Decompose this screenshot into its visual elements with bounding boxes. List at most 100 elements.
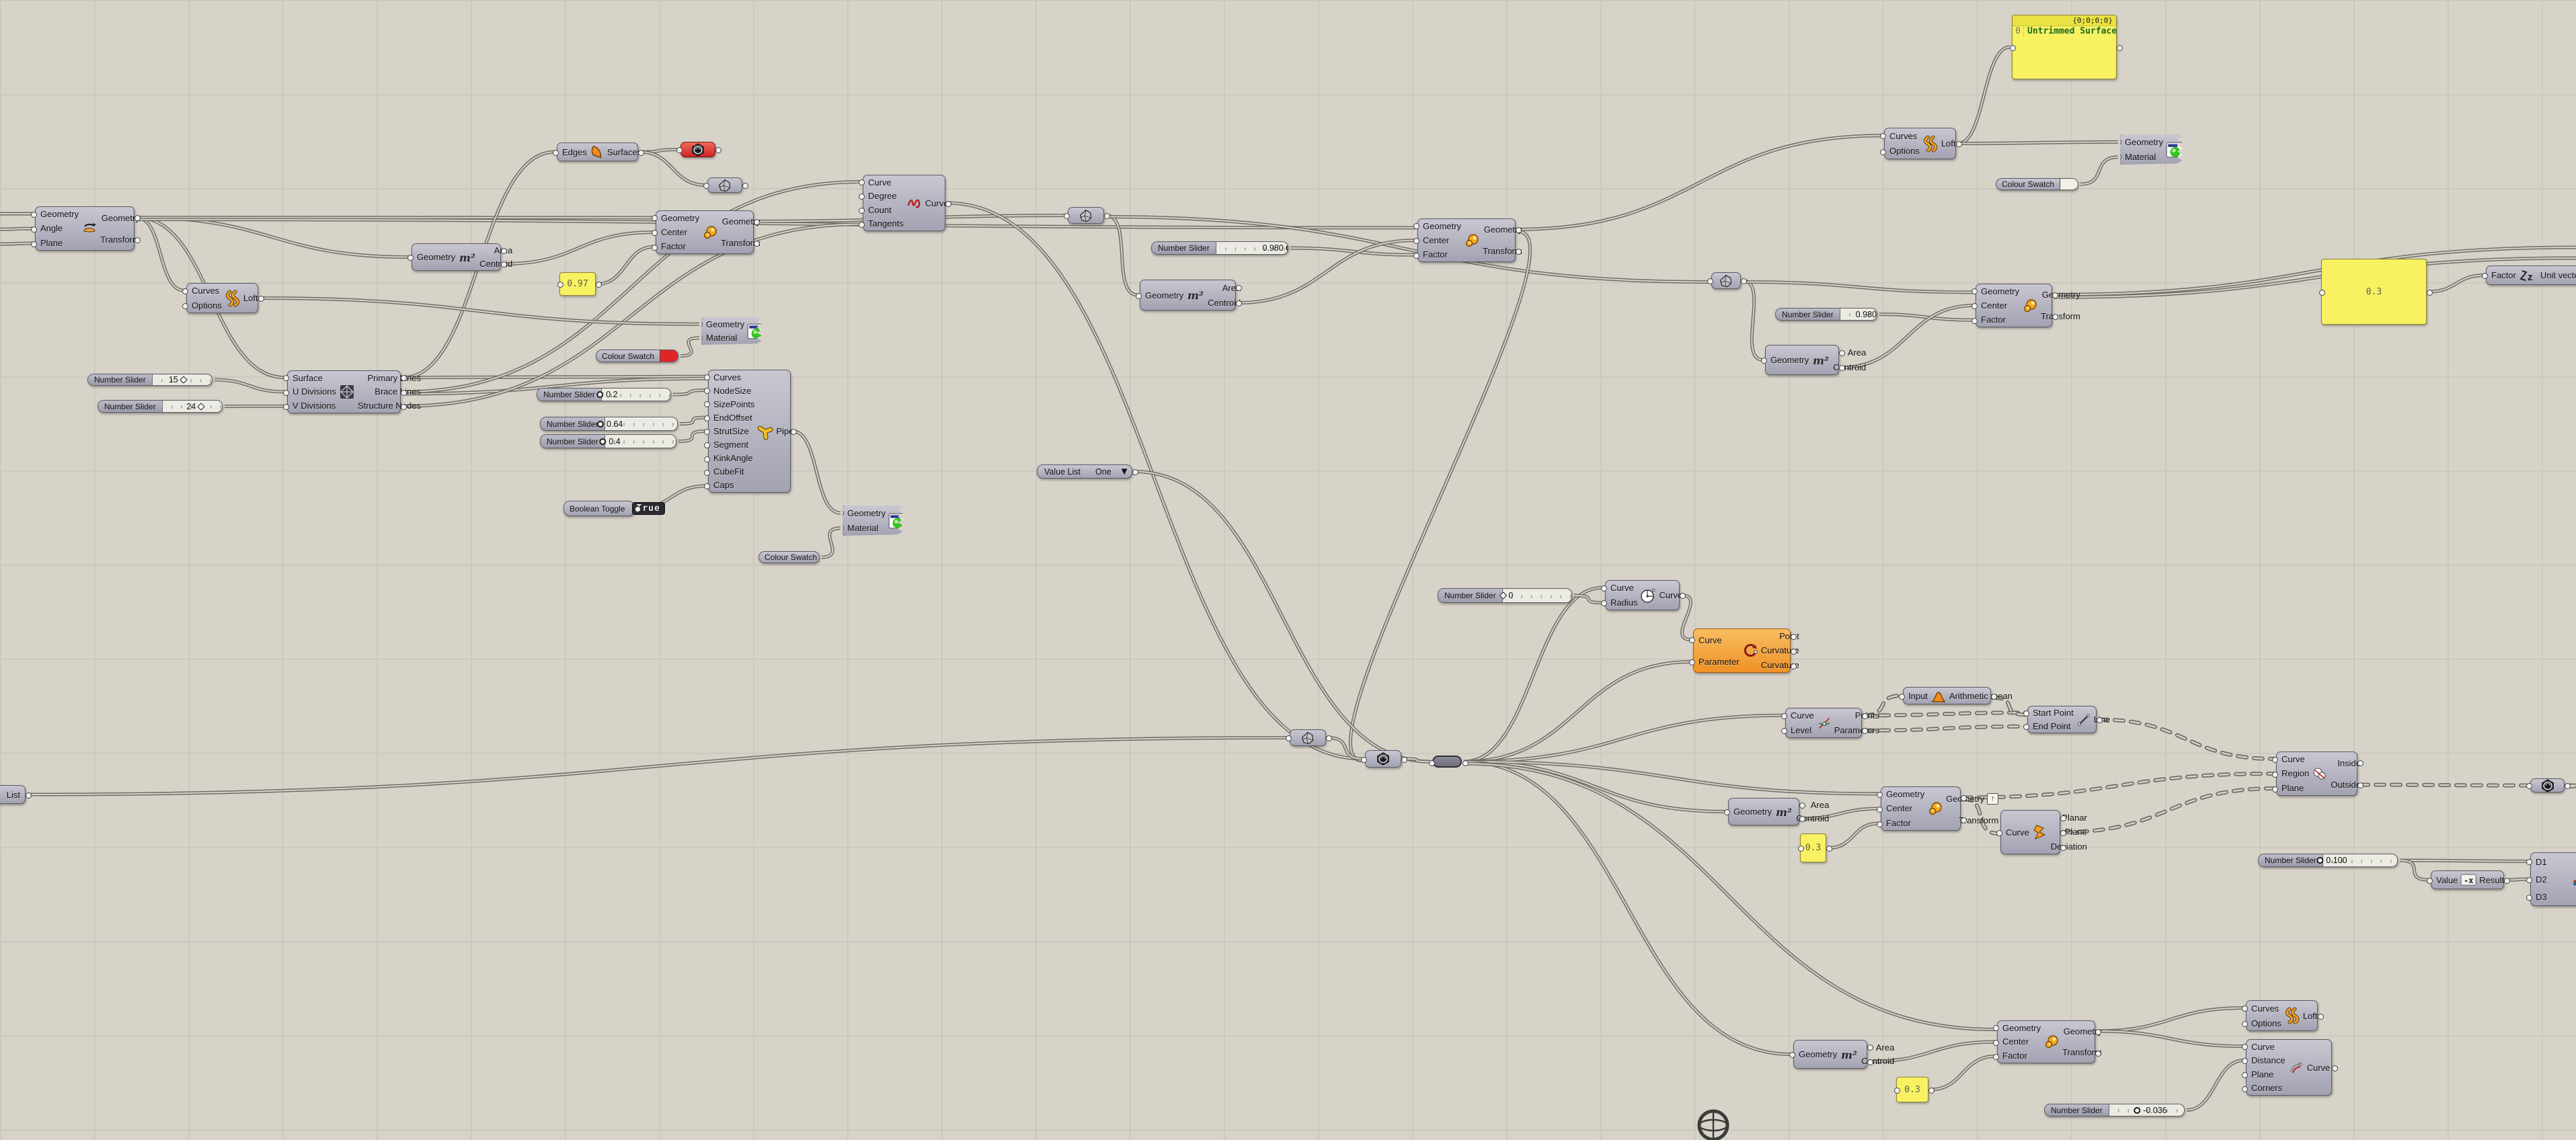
slider-handle[interactable] [2316, 857, 2324, 864]
input-port-u-divisions[interactable] [282, 389, 289, 396]
wire[interactable] [1930, 1054, 1996, 1092]
list-param[interactable]: List [0, 785, 32, 804]
output-port[interactable] [1325, 735, 1332, 741]
input-port-geometry[interactable] [2115, 139, 2121, 145]
wire[interactable] [597, 245, 654, 286]
input-port-cubefit[interactable] [703, 470, 710, 476]
input-port-d2[interactable] [2526, 877, 2532, 883]
slider-grip[interactable]: 0.2 [596, 390, 618, 399]
mesh-node[interactable] [1285, 729, 1332, 746]
output-port-area[interactable] [1799, 802, 1805, 809]
output-port-transform[interactable] [2095, 1050, 2101, 1057]
output-port-transform[interactable] [753, 241, 760, 247]
output-port[interactable] [1826, 846, 1832, 852]
slider-grip[interactable]: -0.036 [2134, 1106, 2167, 1115]
input-port-angle[interactable] [30, 226, 37, 233]
input-port-d1[interactable] [2526, 858, 2532, 865]
input-port-d3[interactable] [2526, 895, 2532, 901]
slider-track[interactable]: -0.036 [2109, 1104, 2184, 1116]
output-port[interactable] [212, 378, 213, 384]
output-port-planar[interactable] [2060, 815, 2066, 821]
input-port[interactable] [676, 147, 682, 153]
output-port[interactable] [1132, 469, 1138, 475]
slider-grip[interactable]: 15 [169, 375, 188, 384]
slider-track[interactable]: 0.2 [596, 389, 670, 401]
input-port-geometry[interactable] [1413, 223, 1419, 230]
wire[interactable] [1327, 736, 1364, 761]
wire[interactable] [1463, 760, 1879, 796]
slider-track[interactable]: 0.980 [1840, 309, 1877, 320]
output-port-brace-lines[interactable] [400, 389, 407, 396]
output-port-line[interactable] [2096, 717, 2103, 723]
wire[interactable] [27, 736, 1288, 797]
output-port-area[interactable] [1838, 350, 1845, 356]
wire[interactable] [672, 389, 707, 397]
wire[interactable] [821, 526, 841, 559]
output-port-arithmetic-mean[interactable] [1990, 693, 1997, 700]
slider-grip[interactable]: 0 [1499, 591, 1513, 600]
wire[interactable] [2097, 1029, 2245, 1048]
output-port-curve[interactable] [945, 200, 951, 207]
input-port-level[interactable] [1781, 728, 1787, 735]
wire[interactable] [2097, 717, 2276, 761]
input-port-value[interactable] [2426, 877, 2433, 884]
output-port-centroid[interactable] [1235, 300, 1242, 307]
mesh-pipe-node[interactable] [1360, 750, 1407, 768]
output-port-plane[interactable] [2060, 829, 2066, 836]
data-panel[interactable]: 0.3 [2318, 259, 2433, 325]
wire[interactable] [214, 378, 286, 394]
wire[interactable] [1134, 470, 1431, 764]
wire[interactable] [1463, 760, 1727, 813]
input-port-center[interactable] [1992, 1039, 1999, 1046]
input-port-curve[interactable] [1688, 637, 1695, 643]
wire[interactable] [136, 218, 1416, 230]
input-port-parameter[interactable] [1688, 659, 1695, 665]
wire[interactable] [1869, 1040, 1996, 1063]
slider-grip[interactable]: 0.4 [599, 437, 621, 446]
slider-grip[interactable]: 0.100 [2316, 856, 2347, 865]
output-port-geometry[interactable] [134, 215, 141, 221]
output-port-area[interactable] [1867, 1045, 1873, 1051]
input-port-factor[interactable] [1992, 1053, 1999, 1060]
input-port-edges[interactable] [552, 149, 559, 156]
input-port-kinkangle[interactable] [703, 456, 710, 462]
input-port-curve[interactable] [1781, 712, 1787, 719]
input-port-curves[interactable] [703, 374, 710, 380]
slider-grip[interactable]: 0.980 [1856, 310, 1877, 319]
input-port-nodesize[interactable] [703, 388, 710, 394]
input-port[interactable] [1063, 213, 1070, 219]
input-port-distance[interactable] [2241, 1058, 2248, 1064]
output-port-centroid[interactable] [1799, 816, 1805, 823]
data-panel[interactable]: 0.97 [557, 272, 602, 296]
output-port[interactable] [2426, 289, 2433, 296]
wire[interactable] [2428, 274, 2485, 294]
swatch-colour[interactable] [2060, 179, 2078, 190]
mesh-node[interactable] [1063, 207, 1110, 224]
input-port-geometry[interactable] [30, 211, 37, 218]
output-port[interactable] [1740, 278, 1747, 284]
slider-track[interactable]: 24 [162, 401, 222, 412]
slider-handle[interactable] [596, 391, 604, 398]
input-port-degree[interactable] [858, 194, 865, 200]
slider-track[interactable]: 15 [152, 374, 212, 385]
slider-handle[interactable] [197, 402, 205, 411]
